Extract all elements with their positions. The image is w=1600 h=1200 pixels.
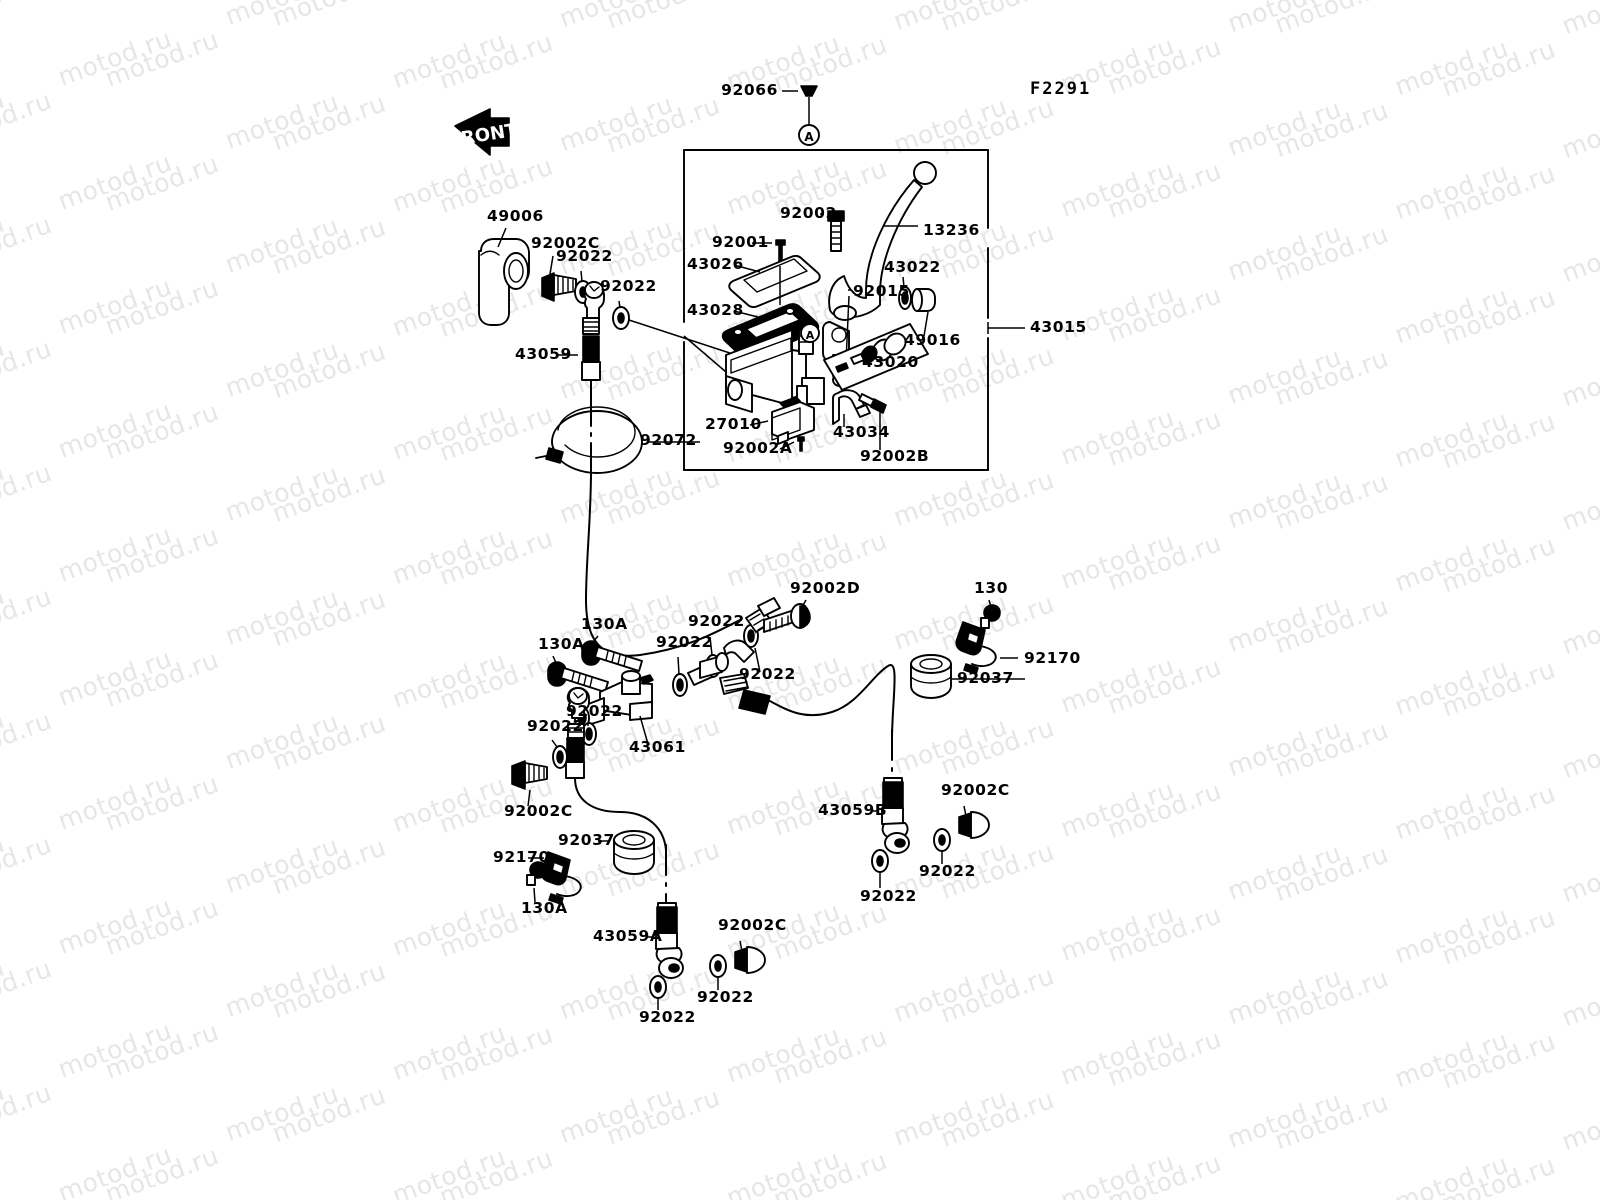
- part-130A-bolt-upper: [581, 635, 643, 672]
- part-92022-washer-b2: [709, 954, 727, 990]
- part-label-92002Cr[interactable]: 92002C: [941, 781, 1010, 799]
- hose-fitting-lower-left: [565, 686, 667, 851]
- svg-text:A: A: [804, 130, 814, 144]
- part-92022-washer-joint-a: [672, 656, 688, 697]
- part-92022-washer-br1: [871, 849, 889, 888]
- part-label-92002C[interactable]: 92002C: [531, 234, 600, 252]
- part-92037-grommet-left: [598, 830, 655, 875]
- part-130-bolt-right: [980, 599, 1001, 629]
- part-43059B-brake-hose: [872, 777, 910, 854]
- master-cylinder-body: A: [683, 323, 825, 413]
- part-label-43028[interactable]: 43028: [687, 301, 744, 319]
- part-49016-dust-seal: [911, 288, 936, 337]
- hose-fitting-center: [687, 597, 781, 715]
- part-92002C-bolt-right: [958, 805, 990, 839]
- part-label-130[interactable]: 130: [974, 579, 1009, 597]
- part-label-92022e[interactable]: 92022: [739, 665, 796, 683]
- part-label-92022d[interactable]: 92022: [688, 612, 745, 630]
- part-43059-brake-hose: [556, 281, 605, 426]
- part-92170-clamp-right: [955, 621, 1018, 675]
- part-92002C-bolt-upper: [541, 255, 577, 302]
- part-label-92072[interactable]: 92072: [640, 431, 697, 449]
- part-label-92002A[interactable]: 92002A: [723, 439, 793, 457]
- part-label-92066[interactable]: 92066: [721, 81, 778, 99]
- part-label-92170r[interactable]: 92170: [1024, 649, 1081, 667]
- part-label-43059B[interactable]: 43059B: [818, 801, 888, 819]
- part-label-92022j[interactable]: 92022: [697, 988, 754, 1006]
- part-43022-piston-cup: [898, 276, 912, 310]
- part-92002D-banjo-bolt: [763, 599, 811, 633]
- part-label-92002[interactable]: 92002: [780, 204, 837, 222]
- part-label-130Ac[interactable]: 130A: [521, 899, 568, 917]
- part-label-130Ab[interactable]: 130A: [581, 615, 628, 633]
- part-43061-three-way-joint: [574, 670, 654, 745]
- part-43059A-brake-hose: [646, 844, 684, 979]
- part-label-13236[interactable]: 13236: [923, 221, 980, 239]
- part-92066-plug: A: [782, 85, 820, 146]
- hose-right-run: [767, 664, 896, 781]
- part-label-92002D[interactable]: 92002D: [790, 579, 861, 597]
- part-label-43026[interactable]: 43026: [687, 255, 744, 273]
- svg-text:A: A: [806, 329, 815, 342]
- part-label-27010[interactable]: 27010: [705, 415, 762, 433]
- part-label-92002Cl[interactable]: 92002C: [504, 802, 573, 820]
- part-92002-bolt-vertical: [820, 210, 845, 252]
- part-92022-washer-joint-e: [551, 739, 568, 769]
- part-27010-brake-light-switch: [749, 396, 815, 452]
- part-label-43022[interactable]: 43022: [884, 258, 941, 276]
- part-49006-boot: [478, 227, 530, 326]
- part-label-49016[interactable]: 49016: [904, 331, 961, 349]
- part-92022-washer-br2: [933, 828, 951, 864]
- front-direction-marker: FRONT: [448, 108, 519, 156]
- part-label-92022h[interactable]: 92022: [919, 862, 976, 880]
- part-label-92037l[interactable]: 92037: [558, 831, 615, 849]
- part-label-92022f[interactable]: 92022: [566, 702, 623, 720]
- diagram-reference-code: F2291: [1030, 79, 1092, 99]
- part-label-92022g[interactable]: 92022: [527, 717, 584, 735]
- part-label-92022k[interactable]: 92022: [639, 1008, 696, 1026]
- part-label-92022a[interactable]: 92022: [556, 247, 613, 265]
- master-cylinder-group-box: [683, 149, 1025, 471]
- part-label-43061[interactable]: 43061: [629, 738, 686, 756]
- part-label-92015[interactable]: 92015: [853, 282, 910, 300]
- part-label-43020[interactable]: 43020: [862, 353, 919, 371]
- part-label-49006[interactable]: 49006: [487, 207, 544, 225]
- part-label-130Aa[interactable]: 130A: [538, 635, 585, 653]
- part-43020-piston-kit: [823, 323, 929, 391]
- part-92037-grommet-right: [910, 654, 1025, 699]
- part-label-92022c[interactable]: 92022: [656, 633, 713, 651]
- part-label-92037r[interactable]: 92037: [957, 669, 1014, 687]
- part-label-43015[interactable]: 43015: [1030, 318, 1087, 336]
- part-label-43059A[interactable]: 43059A: [593, 927, 663, 945]
- part-92002C-bolt-bottom: [734, 940, 766, 974]
- part-label-92002Cb[interactable]: 92002C: [718, 916, 787, 934]
- part-92002C-bolt-lower-left: [511, 760, 548, 807]
- part-13236-brake-lever: [822, 161, 937, 387]
- part-label-92002B[interactable]: 92002B: [860, 447, 930, 465]
- part-label-43034[interactable]: 43034: [833, 423, 890, 441]
- part-label-43059[interactable]: 43059: [515, 345, 572, 363]
- part-92022-washer-b1: [649, 975, 667, 1010]
- part-label-92001[interactable]: 92001: [712, 233, 769, 251]
- part-130A-bolt-bottom-left: [526, 861, 547, 903]
- part-label-92022b[interactable]: 92022: [600, 277, 657, 295]
- part-label-92022i[interactable]: 92022: [860, 887, 917, 905]
- part-43034-clamp-holder: [832, 389, 887, 450]
- part-92170-clamp-left: [528, 851, 582, 905]
- part-label-92170l[interactable]: 92170: [493, 848, 550, 866]
- part-43026-reservoir-cap: [728, 254, 821, 309]
